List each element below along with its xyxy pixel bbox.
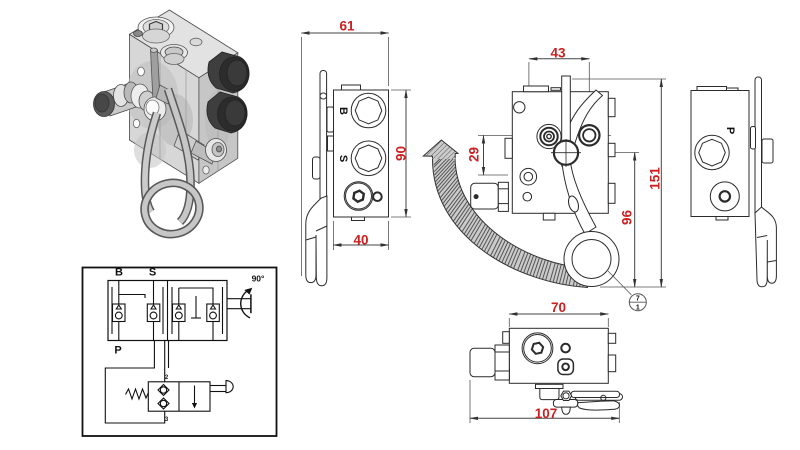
- svg-text:B: B: [115, 267, 123, 279]
- svg-text:7: 7: [636, 296, 640, 303]
- svg-text:90: 90: [394, 146, 409, 161]
- svg-text:3: 3: [165, 417, 169, 423]
- svg-text:B: B: [337, 107, 349, 115]
- svg-text:40: 40: [353, 233, 368, 248]
- svg-text:61: 61: [339, 19, 355, 34]
- svg-text:70: 70: [551, 300, 566, 315]
- svg-text:43: 43: [550, 46, 566, 61]
- svg-text:2: 2: [165, 375, 169, 381]
- svg-text:96: 96: [620, 210, 635, 226]
- svg-text:P: P: [724, 127, 736, 134]
- svg-text:29: 29: [467, 147, 482, 162]
- svg-text:1: 1: [636, 305, 640, 312]
- svg-text:90°: 90°: [252, 274, 265, 284]
- svg-text:107: 107: [535, 406, 558, 421]
- svg-text:151: 151: [648, 167, 663, 190]
- svg-text:S: S: [149, 267, 156, 279]
- svg-text:P: P: [114, 345, 121, 357]
- svg-text:S: S: [337, 155, 349, 162]
